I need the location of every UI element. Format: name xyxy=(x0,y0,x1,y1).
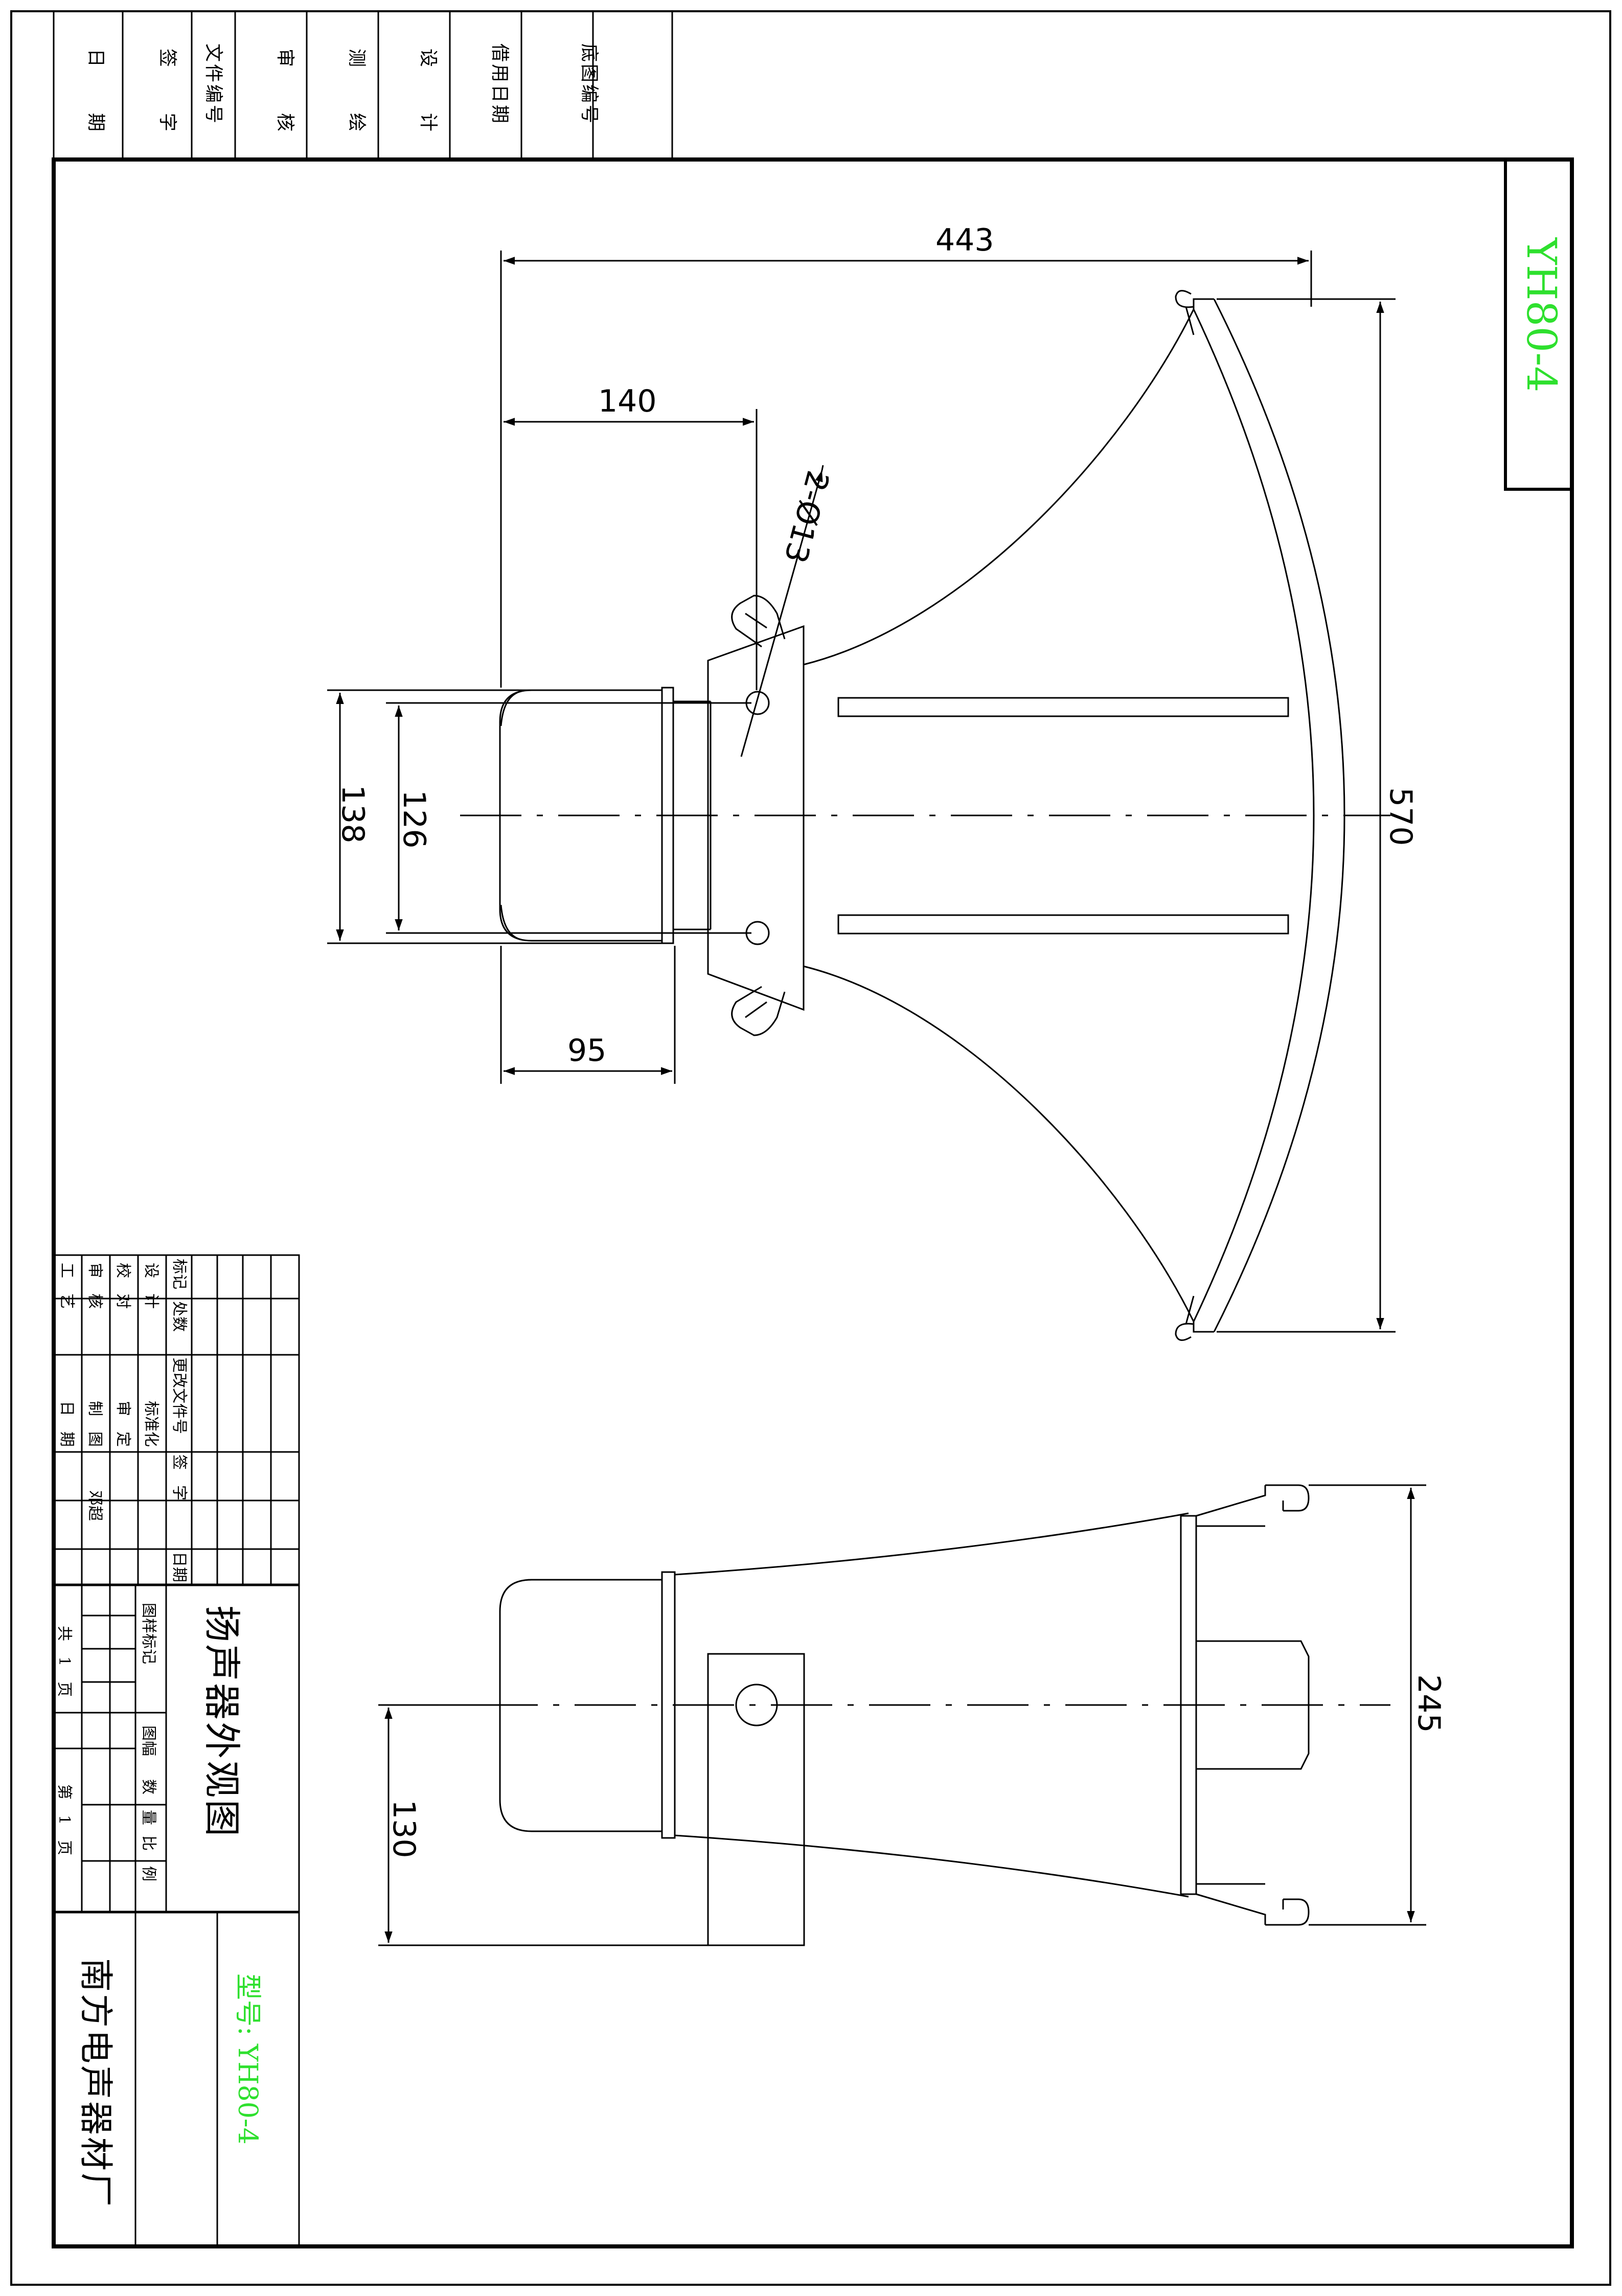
model-tag: YH80-4 xyxy=(1518,238,1565,393)
page-number: 第 1 页 xyxy=(55,1784,73,1856)
dim-570: 570 xyxy=(1383,787,1419,846)
strip-cell-review: 审 核 xyxy=(275,49,295,135)
dim-245: 245 xyxy=(1411,1674,1447,1733)
dim-138: 138 xyxy=(335,785,371,844)
company-name: 南方电声器材厂 xyxy=(76,1958,116,2209)
rev-header-date: 日期 xyxy=(170,1552,188,1582)
strip-cell-signature: 签 字 xyxy=(157,49,178,135)
front-view-dimensions xyxy=(327,251,1396,1333)
row-draft: 制 图 xyxy=(86,1401,104,1447)
model-tag-box xyxy=(1504,158,1573,491)
side-view xyxy=(378,1484,1390,1946)
scale-label: 比 例 xyxy=(140,1835,157,1881)
row-process: 工 艺 xyxy=(58,1263,76,1309)
rev-header-mark: 标记 xyxy=(170,1259,188,1289)
top-strip xyxy=(53,10,673,161)
strip-cell-borrow-date: 借用日期 xyxy=(489,43,510,126)
model-line: 型号: YH80-4 xyxy=(232,1973,263,2145)
dim-126: 126 xyxy=(396,790,432,849)
dim-443: 443 xyxy=(935,222,994,258)
row-standardization: 标准化 xyxy=(142,1401,160,1447)
drawing-mark-label: 图样标记 xyxy=(140,1603,157,1664)
dim-95: 95 xyxy=(567,1033,607,1069)
strip-cell-design: 设 计 xyxy=(418,49,439,135)
strip-cell-doc-no: 文件编号 xyxy=(203,43,224,126)
row-review: 审 核 xyxy=(86,1263,104,1309)
row-design: 设 计 xyxy=(142,1263,160,1309)
rev-header-count: 处数 xyxy=(170,1301,188,1332)
dim-140: 140 xyxy=(598,383,657,419)
strip-cell-base-drawing-no: 底图编号 xyxy=(579,43,600,126)
drawing-frame xyxy=(52,157,1574,2248)
sheet-border-outer xyxy=(10,10,1611,2286)
sheet-size-label: 图幅 xyxy=(140,1725,157,1756)
row-date: 日 期 xyxy=(58,1401,76,1447)
row-approve: 审 定 xyxy=(114,1401,132,1447)
rev-header-change-doc: 更改文件号 xyxy=(170,1357,188,1434)
dim-130: 130 xyxy=(386,1800,422,1858)
quantity-label: 数 量 xyxy=(140,1779,157,1825)
title-block-grid xyxy=(53,1254,300,2248)
author-name: 邓超 xyxy=(86,1490,104,1521)
strip-cell-date: 日 期 xyxy=(85,49,106,135)
row-proofread: 校 对 xyxy=(114,1263,132,1309)
rev-header-signature: 签 字 xyxy=(170,1454,188,1501)
strip-cell-survey: 测 绘 xyxy=(346,49,367,135)
front-view xyxy=(460,290,1390,1341)
drawing-title: 扬声器外观图 xyxy=(200,1605,243,1839)
side-view-dimensions xyxy=(378,1484,1426,1946)
total-pages: 共 1 页 xyxy=(55,1626,73,1697)
